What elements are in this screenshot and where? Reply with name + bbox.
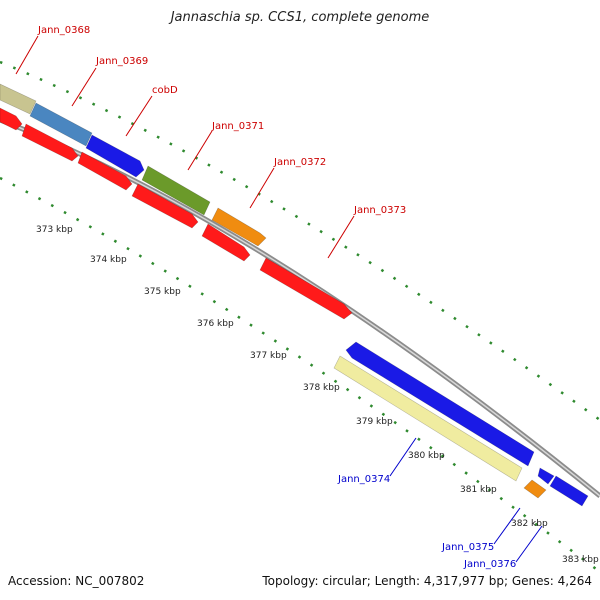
leader-jann-0372 [249, 167, 275, 209]
scale-label-375: 375 kbp [144, 287, 181, 297]
scale-labels: 373 kbp 374 kbp 375 kbp 376 kbp 377 kbp … [36, 225, 599, 565]
label-jann-0368[interactable]: Jann_0368 [37, 25, 90, 36]
leader-lines [15, 35, 543, 563]
gene-jann-0372[interactable] [211, 207, 267, 247]
small-blue-gene[interactable] [537, 467, 555, 485]
label-jann-0371[interactable]: Jann_0371 [211, 121, 264, 132]
label-jann-0374[interactable]: Jann_0374 [337, 474, 390, 485]
leader-jann-0374 [389, 437, 417, 477]
accession-label: Accession: NC_007802 [8, 574, 145, 588]
leader-jann-0376 [515, 525, 543, 563]
scale-label-380: 380 kbp [408, 451, 445, 461]
leader-jann-0373 [327, 215, 355, 259]
gene-jann-0373[interactable] [259, 257, 353, 320]
scale-label-378: 378 kbp [303, 383, 340, 393]
leader-jann-0368 [15, 35, 39, 75]
reverse-gene-track [333, 341, 589, 507]
red-gene-1[interactable] [0, 107, 23, 131]
label-jann-0373[interactable]: Jann_0373 [353, 205, 406, 216]
blue-gene-large[interactable] [345, 341, 535, 467]
gene-jann-0369[interactable] [29, 102, 93, 147]
label-cobd[interactable]: cobD [152, 85, 178, 96]
leader-cobd [125, 95, 153, 137]
topology-label: Topology: circular; Length: 4,317,977 bp… [262, 574, 592, 588]
scale-label-374: 374 kbp [90, 255, 127, 265]
gene-jann-0371[interactable] [141, 165, 211, 216]
red-gene-4[interactable] [131, 183, 199, 229]
gene-jann-0375[interactable] [523, 479, 547, 499]
scale-label-379: 379 kbp [356, 417, 393, 427]
gene-jann-0374[interactable] [333, 355, 523, 482]
red-gene-2[interactable] [21, 123, 79, 162]
red-gene-3[interactable] [77, 151, 133, 191]
label-jann-0369[interactable]: Jann_0369 [95, 56, 148, 67]
forward-gene-track [0, 83, 267, 247]
scale-label-377: 377 kbp [250, 351, 287, 361]
scale-label-382: 382 kbp [511, 519, 548, 529]
scale-label-383: 383 kbp [562, 555, 599, 565]
gene-jann-0376[interactable] [549, 475, 589, 507]
scale-label-376: 376 kbp [197, 319, 234, 329]
leader-jann-0371 [187, 130, 213, 171]
leader-jann-0369 [71, 67, 97, 107]
label-jann-0376[interactable]: Jann_0376 [463, 559, 516, 570]
scale-label-381: 381 kbp [460, 485, 497, 495]
outer-tick-ring [0, 60, 600, 422]
label-jann-0375[interactable]: Jann_0375 [441, 542, 494, 553]
gene-cobd[interactable] [85, 134, 145, 178]
gene-labels: Jann_0368 Jann_0369 cobD Jann_0371 Jann_… [37, 25, 516, 570]
gene-jann-0368[interactable] [0, 83, 37, 115]
label-jann-0372[interactable]: Jann_0372 [273, 157, 326, 168]
inner-tick-ring [0, 176, 600, 573]
scale-label-373: 373 kbp [36, 225, 73, 235]
genome-backbone-highlight [0, 119, 600, 497]
red-gene-track [0, 107, 353, 320]
map-title: Jannaschia sp. CCS1, complete genome [170, 10, 430, 25]
red-gene-5[interactable] [201, 223, 251, 262]
leader-jann-0375 [493, 507, 521, 545]
